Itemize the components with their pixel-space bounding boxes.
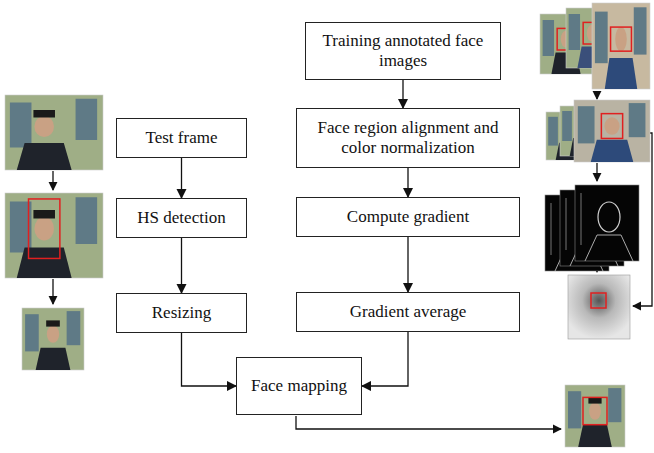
- photo: [565, 385, 625, 447]
- person-body: [605, 58, 637, 89]
- image-arrow: [596, 163, 597, 181]
- person-body: [591, 140, 634, 162]
- photo-shelf: [634, 7, 647, 54]
- face-box: [601, 114, 622, 139]
- gradient-image: [575, 185, 639, 261]
- image-arrow: [52, 279, 53, 304]
- person-hat: [33, 110, 55, 118]
- person-head: [34, 116, 54, 137]
- person-body: [36, 348, 71, 370]
- person-body: [578, 425, 612, 447]
- output-line: [296, 416, 561, 429]
- box-label: Gradient average: [350, 302, 467, 322]
- person-body: [17, 143, 72, 170]
- photo-ground: [5, 95, 103, 170]
- person-head: [604, 117, 619, 134]
- box-label: Training annotated face images: [313, 31, 493, 72]
- photo-shelf: [568, 391, 581, 428]
- average-image: [568, 275, 630, 339]
- illustration-arrows: [53, 91, 652, 429]
- box-label: Face mapping: [251, 376, 347, 396]
- photo-shelf: [67, 311, 81, 345]
- photo-shelf: [76, 197, 98, 244]
- photo: [22, 308, 84, 370]
- photo-shelf: [569, 14, 580, 50]
- box-label: HS detection: [137, 208, 225, 228]
- person-hat: [588, 397, 601, 403]
- photo-ground: [5, 193, 103, 278]
- photo-shelf: [595, 12, 608, 64]
- person-head: [589, 402, 601, 419]
- process-box: Resizing: [116, 293, 247, 333]
- photo-shelf: [543, 20, 554, 56]
- process-box: Face mapping: [236, 357, 362, 415]
- flow-arrow: [181, 158, 182, 198]
- person-head: [47, 325, 59, 342]
- photo: [5, 95, 103, 170]
- flow-arrow: [181, 238, 182, 293]
- flow-arrow: [182, 333, 237, 386]
- box-label: Face region alignment and color normaliz…: [304, 118, 512, 159]
- gradient-edge: [585, 235, 633, 261]
- gradient-edge: [566, 198, 567, 250]
- gradient-edge: [551, 203, 552, 255]
- photo: [592, 3, 650, 89]
- flow-arrow: [402, 80, 403, 108]
- box-label: Compute gradient: [347, 207, 469, 227]
- image-arrow: [596, 91, 597, 99]
- process-box: Test frame: [116, 118, 247, 158]
- person-hat: [33, 210, 55, 219]
- box-label: Resizing: [152, 303, 212, 323]
- process-box: HS detection: [116, 198, 247, 238]
- person-head: [34, 217, 54, 241]
- face-box: [591, 293, 606, 308]
- photo-shelf: [578, 106, 595, 143]
- photo: [5, 193, 103, 278]
- flow-arrow: [362, 332, 408, 386]
- photo-ground: [592, 3, 650, 89]
- photo-shelf: [548, 117, 558, 146]
- process-box: Compute gradient: [296, 197, 520, 237]
- person-hat: [46, 320, 60, 326]
- face-box: [611, 27, 632, 51]
- photo-shelf: [562, 111, 572, 141]
- photo: [574, 100, 650, 162]
- gradient-ground: [575, 185, 639, 261]
- process-box: Training annotated face images: [305, 22, 501, 80]
- person-head: [615, 27, 627, 51]
- face-box: [583, 397, 607, 424]
- process-box: Gradient average: [296, 292, 520, 332]
- average-ground: [568, 275, 630, 339]
- flow-arrow: [407, 168, 408, 197]
- photo-shelf: [76, 99, 98, 140]
- photo-ground: [565, 385, 625, 447]
- gradient-edge: [581, 193, 582, 245]
- flow-arrow: [407, 237, 408, 292]
- photo-ground: [22, 308, 84, 370]
- photo-shelf: [608, 388, 621, 422]
- person-body: [17, 247, 72, 278]
- photo-ground: [574, 100, 650, 162]
- photo-shelf: [25, 314, 39, 351]
- box-label: Test frame: [146, 128, 218, 148]
- photo-shelf: [629, 103, 646, 137]
- gradient-edge: [598, 202, 620, 232]
- image-arrow: [52, 171, 53, 190]
- process-box: Face region alignment and color normaliz…: [296, 108, 520, 168]
- face-box: [29, 199, 60, 259]
- photo-shelf: [10, 103, 32, 148]
